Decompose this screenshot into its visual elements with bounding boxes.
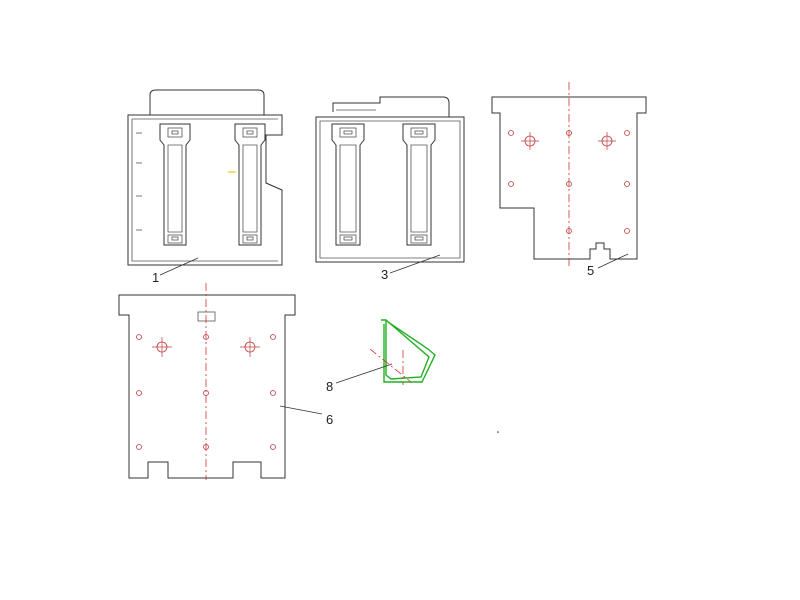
part-1-label: 1 (152, 270, 159, 285)
part-1-front-panel: 1 (127, 89, 283, 285)
part-5-holes (508, 130, 630, 234)
part-5-label: 5 (587, 263, 594, 278)
part-8-label: 8 (326, 379, 333, 394)
part-3-handle-left (331, 123, 365, 246)
part-5-plate: 5 (491, 82, 647, 278)
part-3-panel: 3 (315, 96, 465, 282)
part-8-profile: 8 (326, 319, 436, 394)
part-3-label: 3 (381, 267, 388, 282)
part-6-holes (136, 334, 276, 450)
part-1-handle-left (159, 123, 191, 246)
part-3-handle-right (402, 123, 436, 246)
part-1-handle-right (228, 123, 266, 246)
stray-dot (497, 431, 499, 433)
part-6-label: 6 (326, 412, 333, 427)
part-1-ticks (136, 132, 142, 231)
part-6-plate: 6 (118, 283, 333, 480)
